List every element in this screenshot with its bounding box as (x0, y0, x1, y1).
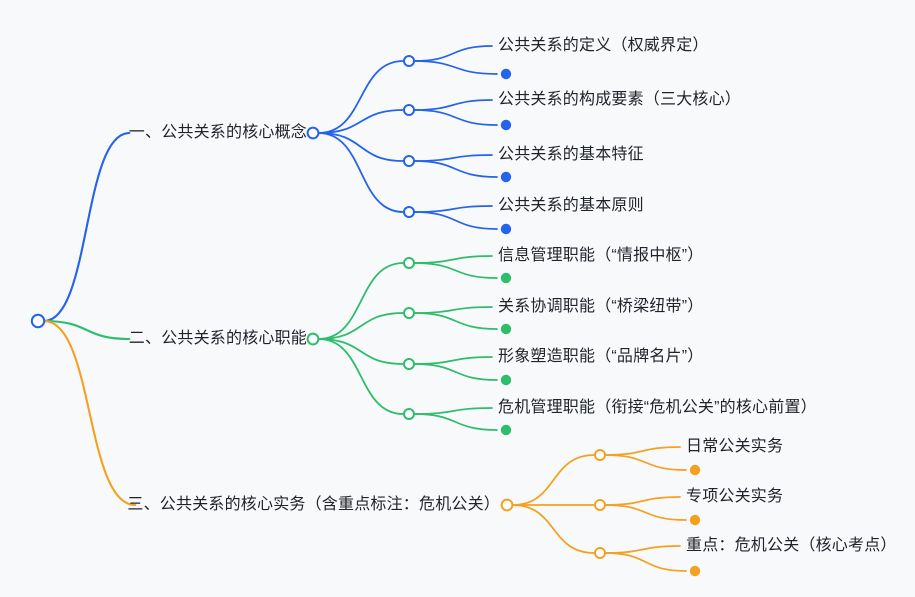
branch-1-child-3-dot[interactable] (500, 223, 512, 235)
branch-3-child-2-text-link (604, 545, 681, 554)
branch-2-child-2-text-link (413, 356, 493, 365)
branch-2-child-3-node[interactable] (403, 408, 415, 420)
link-root-to-branch-2 (42, 319, 131, 341)
branch-1-label[interactable]: 一、公共关系的核心概念 (128, 124, 307, 141)
branch-1-link-1 (317, 109, 405, 134)
branch-2-child-3-dot-link (413, 413, 498, 431)
branch-3-child-0-dot[interactable] (689, 464, 701, 476)
branch-3-child-2-node[interactable] (594, 547, 606, 559)
branch-2-child-3-text-link (413, 407, 493, 415)
branch-2-child-2-label[interactable]: 形象塑造职能（“品牌名片”） (498, 348, 704, 365)
branch-1-child-1-text-link (413, 99, 493, 111)
branch-1-child-0-dot-link (413, 60, 498, 75)
branch-2-child-1-text-link (413, 306, 493, 314)
branch-2-label[interactable]: 二、公共关系的核心职能 (128, 330, 307, 347)
branch-2-child-0-dot[interactable] (500, 272, 512, 284)
branch-1-child-2-label[interactable]: 公共关系的基本特征 (498, 146, 644, 163)
branch-1-child-1-label[interactable]: 公共关系的构成要素（三大核心） (498, 91, 742, 108)
branch-1-child-3-label[interactable]: 公共关系的基本原则 (498, 197, 644, 214)
branch-1-child-3-node[interactable] (403, 206, 415, 218)
branch-3-child-1-text-link (604, 496, 681, 506)
branch-1-child-1-node[interactable] (403, 104, 415, 116)
branch-3-node[interactable] (500, 498, 514, 512)
branch-2-child-2-dot-link (413, 363, 498, 381)
branch-2-child-2-dot[interactable] (500, 374, 512, 386)
branch-3-child-0-label[interactable]: 日常公关实务 (686, 438, 784, 455)
branch-2-child-0-label[interactable]: 信息管理职能（“情报中枢”） (498, 247, 704, 264)
root-node[interactable] (30, 313, 46, 329)
branch-1-node[interactable] (306, 126, 320, 140)
branch-3-child-2-dot[interactable] (689, 565, 701, 577)
branch-1-child-3-dot-link (413, 211, 498, 230)
branch-1-child-1-dot[interactable] (500, 119, 512, 131)
branch-3-child-0-dot-link (604, 454, 687, 471)
branch-2-link-3 (317, 338, 405, 415)
branch-1-child-0-label[interactable]: 公共关系的定义（权威界定） (498, 37, 709, 54)
branch-3-child-1-node[interactable] (594, 499, 606, 511)
branch-1-child-1-dot-link (413, 109, 498, 126)
branch-1-link-2 (317, 132, 405, 162)
branch-1-child-0-text-link (413, 45, 493, 62)
branch-2-link-0 (317, 262, 405, 340)
branch-2-child-2-node[interactable] (403, 358, 415, 370)
branch-1-child-2-text-link (413, 154, 493, 162)
branch-2-child-3-dot[interactable] (500, 424, 512, 436)
branch-1-child-0-dot[interactable] (500, 68, 512, 80)
branch-3-child-1-dot[interactable] (689, 514, 701, 526)
link-root-to-branch-3 (42, 319, 137, 507)
branch-2-node[interactable] (306, 332, 320, 346)
branch-3-link-0 (511, 454, 596, 506)
branch-2-link-2 (317, 338, 405, 365)
branch-2-child-1-dot-link (413, 312, 498, 330)
branch-3-label[interactable]: 三、公共关系的核心实务（含重点标注：危机公关） (127, 496, 500, 513)
branch-3-child-0-text-link (604, 446, 681, 456)
branch-3-child-0-node[interactable] (594, 449, 606, 461)
branch-3-link-2 (511, 504, 596, 554)
branch-3-child-2-dot-link (604, 552, 687, 572)
branch-1-link-0 (317, 60, 405, 134)
branch-1-child-2-dot[interactable] (500, 171, 512, 183)
branch-2-child-0-text-link (413, 255, 493, 264)
branch-3-child-2-label[interactable]: 重点：危机公关（核心考点） (686, 537, 897, 554)
branch-2-child-1-label[interactable]: 关系协调职能（“桥梁纽带”） (498, 298, 704, 315)
branch-2-child-1-dot[interactable] (500, 323, 512, 335)
branch-1-link-3 (317, 132, 405, 213)
branch-2-child-0-node[interactable] (403, 257, 415, 269)
branch-1-child-2-node[interactable] (403, 155, 415, 167)
branch-2-child-3-label[interactable]: 危机管理职能（衔接“危机公关”的核心前置） (498, 399, 817, 416)
branch-3-child-1-dot-link (604, 504, 687, 521)
branch-1-child-2-dot-link (413, 160, 498, 178)
link-root-to-branch-1 (42, 131, 131, 323)
branch-1-child-0-node[interactable] (403, 55, 415, 67)
branch-2-link-1 (317, 312, 405, 340)
branch-2-child-1-node[interactable] (403, 307, 415, 319)
branch-1-child-3-text-link (413, 205, 493, 213)
branch-2-child-0-dot-link (413, 262, 498, 279)
branch-3-child-1-label[interactable]: 专项公关实务 (686, 488, 784, 505)
